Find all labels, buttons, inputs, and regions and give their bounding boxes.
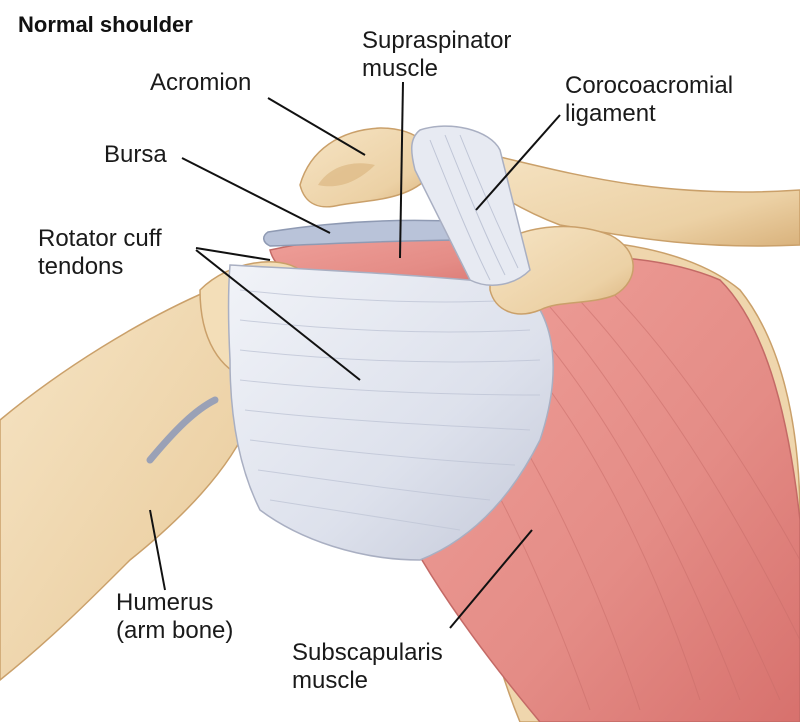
leader-lines (149, 81, 561, 629)
label-subscapularis-line1: Subscapularis (292, 639, 443, 666)
acromion-leader (267, 97, 366, 156)
label-supraspinator-line2: muscle (362, 55, 439, 82)
coracoacromial-ligament-shape (410, 125, 531, 286)
humerus-groove (146, 396, 219, 464)
supraspinator-leader (399, 81, 404, 259)
bursa-leader (181, 157, 331, 234)
label-rotator-line1: Rotator cuff (38, 225, 162, 252)
rotator-leader-a (195, 247, 271, 261)
label-humerus-line1: Humerus (116, 589, 214, 616)
label-subscapularis-line2: muscle (292, 667, 369, 694)
humerus-leader (149, 509, 166, 591)
label-acromion: Acromion (150, 69, 252, 96)
subscapularis-leader (449, 529, 533, 629)
label-humerus-line2: (arm bone) (116, 617, 234, 644)
coracoid-shape (489, 225, 634, 315)
label-rotator-line2: tendons (38, 253, 124, 280)
label-bursa: Bursa (104, 141, 167, 168)
corocoacromial-leader (475, 114, 561, 211)
acromion-inner (318, 163, 375, 187)
label-corocoacromial-line1: Corocoacromial (565, 72, 734, 99)
rotator-leader-b (195, 249, 361, 381)
label-supraspinator-line1: Supraspinator (362, 27, 512, 54)
ligament-fibers (429, 134, 519, 281)
diagram-title: Normal shoulder (18, 12, 193, 37)
label-corocoacromial-line2: ligament (565, 100, 656, 127)
clavicle-shape (469, 149, 800, 247)
tendon-fibers (239, 289, 541, 531)
